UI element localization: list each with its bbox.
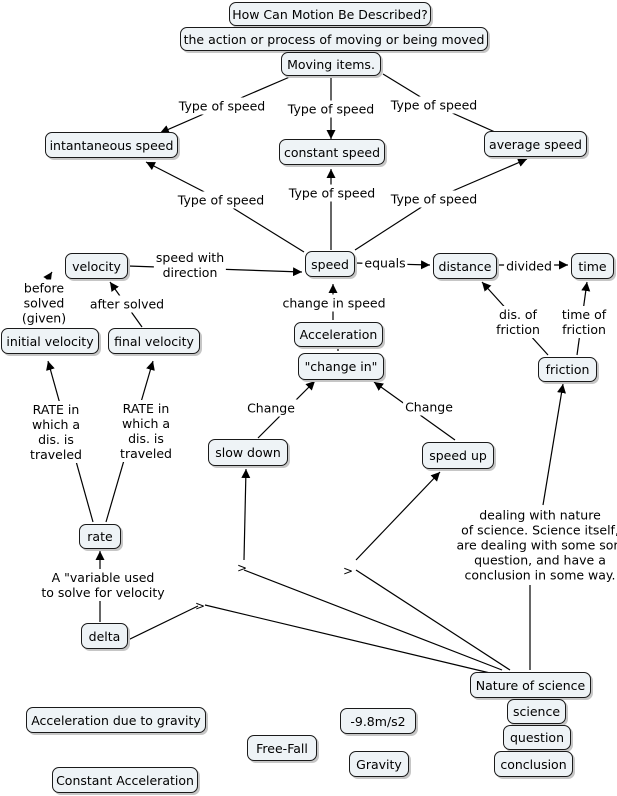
link-label-type-of-speed-right: Type of speed [388, 96, 480, 114]
link-label-type-of-speed-lower-right: Type of speed [388, 190, 480, 208]
link-label-change-left: Change [245, 399, 297, 417]
link-label-gt-delta: > [194, 599, 206, 613]
node-slow-down[interactable]: slow down [208, 439, 288, 466]
node-free-fall[interactable]: Free-Fall [247, 735, 317, 761]
node-gravity[interactable]: Gravity [349, 751, 409, 777]
node-question[interactable]: question [503, 725, 571, 750]
link-label-gt-speed-up: > [342, 564, 354, 578]
link-label-change-right: Change [403, 398, 455, 416]
node-friction[interactable]: friction [538, 357, 597, 382]
node-speed[interactable]: speed [305, 251, 355, 277]
link-label-equals: equals [362, 254, 408, 272]
node-science[interactable]: science [507, 699, 566, 724]
node-rate[interactable]: rate [79, 524, 121, 549]
node-how-motion[interactable]: How Can Motion Be Described? [229, 2, 431, 26]
node-accel-gravity[interactable]: Acceleration due to gravity [26, 707, 206, 733]
link-label-before-solved: before solved (given) [19, 279, 69, 327]
node-action-process[interactable]: the action or process of moving or being… [180, 27, 488, 51]
link-label-dis-of-friction: dis. of friction [494, 306, 542, 338]
node-moving-items[interactable]: Moving items. [281, 52, 381, 76]
link-label-gt-slow-down: > [236, 561, 248, 575]
node-g-value[interactable]: -9.8m/s2 [340, 708, 416, 734]
link-label-speed-with-direction: speed with direction [153, 249, 227, 281]
node-instantaneous-speed[interactable]: intantaneous speed [45, 132, 178, 158]
node-average-speed[interactable]: average speed [484, 131, 587, 157]
link-label-divided: divided [504, 257, 554, 275]
node-constant-speed[interactable]: constant speed [279, 139, 385, 165]
node-change-in[interactable]: "change in" [298, 353, 384, 380]
link-label-after-solved: after solved [87, 295, 167, 313]
link-label-type-of-speed-lower-middle: Type of speed [286, 184, 378, 202]
link-label-type-of-speed-left: Type of speed [176, 97, 268, 115]
node-time[interactable]: time [571, 253, 614, 279]
node-final-velocity[interactable]: final velocity [108, 328, 200, 354]
node-constant-accel[interactable]: Constant Acceleration [52, 767, 198, 793]
link-label-rate-in-which-left: RATE in which a dis. is traveled [28, 401, 84, 463]
node-initial-velocity[interactable]: initial velocity [1, 328, 99, 354]
link-label-dealing-with-nature: dealing with nature of science. Science … [454, 506, 617, 584]
node-delta[interactable]: delta [81, 623, 128, 649]
node-conclusion[interactable]: conclusion [494, 751, 573, 777]
link-label-change-in-speed: change in speed [280, 294, 388, 312]
node-acceleration[interactable]: Acceleration [294, 322, 383, 347]
link-label-time-of-friction: time of friction [559, 306, 609, 338]
link-label-variable-used: A "variable used to solve for velocity [39, 569, 167, 601]
link-label-rate-in-which-right: RATE in which a dis. is traveled [118, 400, 174, 462]
link-label-type-of-speed-lower-left: Type of speed [175, 191, 267, 209]
link-label-type-of-speed-middle: Type of speed [285, 100, 377, 118]
node-distance[interactable]: distance [433, 253, 497, 279]
node-nature-of-science[interactable]: Nature of science [470, 672, 591, 698]
node-velocity[interactable]: velocity [65, 253, 128, 279]
node-speed-up[interactable]: speed up [422, 442, 494, 469]
